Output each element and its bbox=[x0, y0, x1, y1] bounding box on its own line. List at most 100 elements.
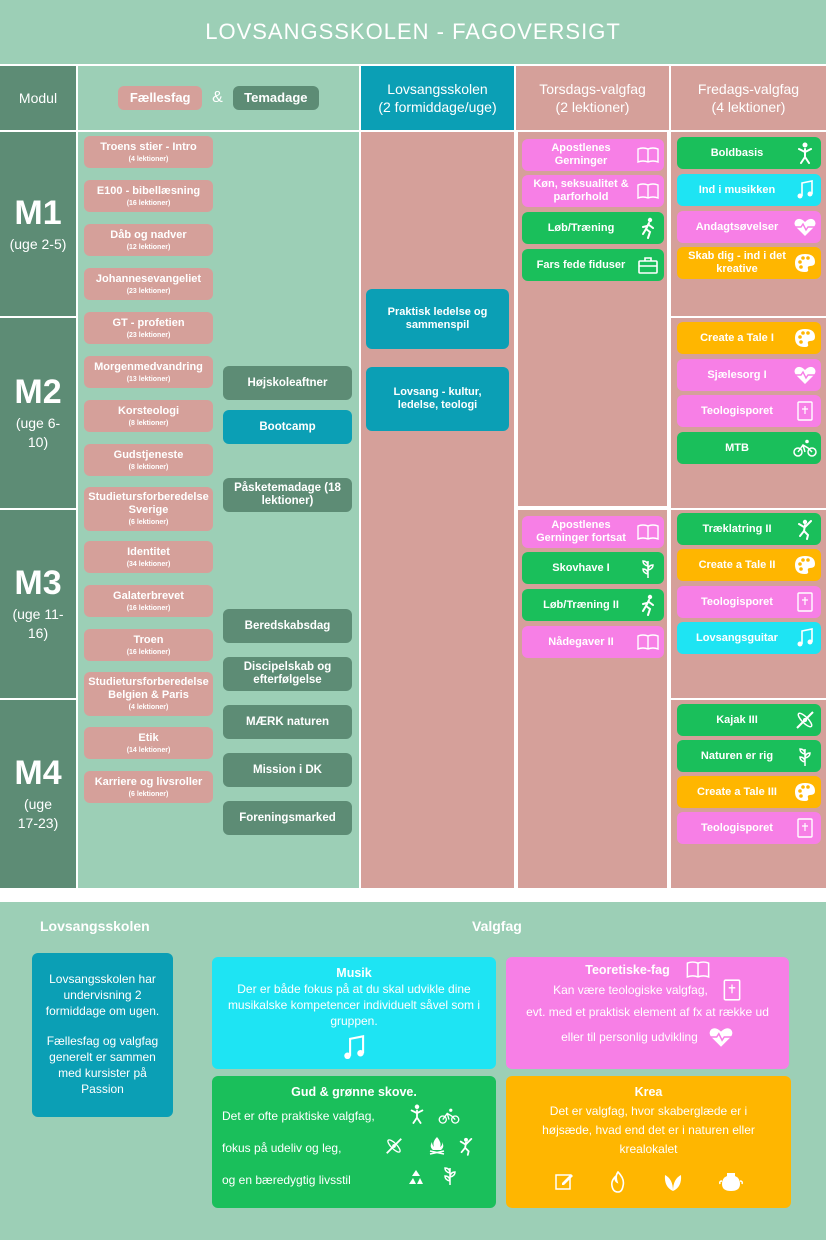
fredag-item[interactable]: MTB bbox=[677, 432, 821, 464]
ball-player-icon bbox=[793, 141, 817, 165]
module-weeks: (uge 11-16) bbox=[12, 606, 64, 641]
fredag-item[interactable]: Ind i musikken bbox=[677, 174, 821, 206]
faellesfag-item[interactable]: E100 - bibellæsning (16 lektioner) bbox=[84, 180, 213, 212]
item-name: Andagtsøvelser bbox=[695, 220, 779, 233]
temadag-item[interactable]: Påsketemadage (18 lektioner) bbox=[223, 478, 352, 512]
fredag-item[interactable]: Sjælesorg I bbox=[677, 359, 821, 391]
book-icon bbox=[636, 520, 660, 544]
faellesfag-item[interactable]: Karriere og livsroller (6 lektioner) bbox=[84, 771, 213, 803]
faellesfag-item[interactable]: Studietursforberedelse Sverige(6 lektion… bbox=[84, 487, 213, 531]
item-name: Køn, seksualitet & parforhold bbox=[533, 178, 629, 203]
torsdag-item[interactable]: Skovhave I bbox=[522, 552, 664, 584]
fredag-item[interactable]: Træklatring II bbox=[677, 513, 821, 545]
item-lessons: (4 lektioner) bbox=[128, 155, 169, 163]
legend-krea-title: Krea bbox=[634, 1085, 663, 1099]
temadag-item[interactable]: Discipelskab og efterfølgelse bbox=[223, 657, 352, 691]
temadag-item[interactable]: Foreningsmarked bbox=[223, 801, 352, 835]
faellesfag-item[interactable]: Gudstjeneste(8 lektioner) bbox=[84, 444, 213, 476]
music-note-icon bbox=[793, 178, 817, 202]
item-lessons: (6 lektioner) bbox=[128, 790, 169, 798]
palette-icon bbox=[793, 553, 817, 577]
lovsang-item[interactable]: Lovsang - kultur, ledelse, teologi bbox=[366, 367, 509, 431]
item-name: Fars fede fiduser bbox=[536, 258, 626, 271]
item-name: Skab dig - ind i det kreative bbox=[688, 250, 786, 275]
climber-icon bbox=[793, 517, 817, 541]
leaves-icon bbox=[662, 1171, 684, 1193]
faellesfag-item[interactable]: Identitet(34 lektioner) bbox=[84, 541, 213, 573]
legend-gud-title: Gud & grønne skove. bbox=[291, 1085, 417, 1099]
item-name: Sjælesorg I bbox=[707, 368, 767, 381]
fredag-item[interactable]: Create a Tale II bbox=[677, 549, 821, 581]
palette-icon bbox=[793, 326, 817, 350]
torsdag-item[interactable]: Fars fede fiduser bbox=[522, 249, 664, 281]
recycle-icon bbox=[406, 1168, 426, 1188]
item-name: Løb/Træning bbox=[547, 221, 615, 234]
torsdag-item[interactable]: Apostlenes Gerninger bbox=[522, 139, 664, 171]
item-lessons: (16 lektioner) bbox=[126, 648, 171, 656]
page-title: LOVSANGSSKOLEN - FAGOVERSIGT bbox=[0, 0, 826, 64]
item-name: Johannesevangeliet bbox=[95, 272, 202, 285]
faellesfag-item[interactable]: Korsteologi(8 lektioner) bbox=[84, 400, 213, 432]
book-icon bbox=[686, 961, 710, 978]
faellesfag-item[interactable]: Dåb og nadver(12 lektioner) bbox=[84, 224, 213, 256]
fredag-item[interactable]: Create a Tale I bbox=[677, 322, 821, 354]
faellesfag-item[interactable]: Johannesevangeliet(23 lektioner) bbox=[84, 268, 213, 300]
module-m1: M1 (uge 2-5) bbox=[0, 132, 76, 316]
module-name: M1 bbox=[14, 193, 62, 232]
climber-icon bbox=[458, 1136, 474, 1156]
faellesfag-item[interactable]: Troens stier - Intro(4 lektioner) bbox=[84, 136, 213, 168]
legend-teori-line2: evt. med et praktisk element af fx at ræ… bbox=[526, 1005, 769, 1019]
fredag-item[interactable]: Teologisporet bbox=[677, 586, 821, 618]
fredag-item[interactable]: Kajak III bbox=[677, 704, 821, 736]
legend-gud-line2: fokus på udeliv og leg, bbox=[222, 1141, 342, 1155]
item-name: E100 - bibellæsning bbox=[96, 184, 201, 197]
header-fredag-sub: (4 lektioner) bbox=[711, 99, 786, 115]
faellesfag-item[interactable]: Etik(14 lektioner) bbox=[84, 727, 213, 759]
fredag-item[interactable]: Naturen er rig bbox=[677, 740, 821, 772]
fredag-item[interactable]: Teologisporet bbox=[677, 395, 821, 427]
legend-lovsang-title: Lovsangsskolen bbox=[40, 918, 150, 934]
faellesfag-item[interactable]: Morgenmedvandring(13 lektioner) bbox=[84, 356, 213, 388]
item-lessons: (16 lektioner) bbox=[126, 199, 171, 207]
faellesfag-item[interactable]: Troen(16 lektioner) bbox=[84, 629, 213, 661]
item-name: Løb/Træning II bbox=[543, 598, 619, 611]
torsdag-item[interactable]: Nådegaver II bbox=[522, 626, 664, 658]
music-note-icon bbox=[222, 1035, 486, 1061]
temadag-item[interactable]: Bootcamp bbox=[223, 410, 352, 444]
campfire-icon bbox=[428, 1136, 446, 1156]
lovsang-item[interactable]: Praktisk ledelse og sammenspil bbox=[366, 289, 509, 349]
header-faellesfag-temadage: Fællesfag & Temadage bbox=[78, 66, 359, 130]
item-name: Studietursforberedelse Belgien & Paris bbox=[88, 676, 209, 701]
item-name: Dåb og nadver bbox=[110, 228, 187, 241]
faellesfag-item[interactable]: GT - profetien(23 lektioner) bbox=[84, 312, 213, 344]
temadag-item[interactable]: Mission i DK bbox=[223, 753, 352, 787]
faellesfag-item[interactable]: Galaterbrevet(16 lektioner) bbox=[84, 585, 213, 617]
torsdag-item[interactable]: Køn, seksualitet & parforhold bbox=[522, 175, 664, 207]
faellesfag-item[interactable]: Studietursforberedelse Belgien & Paris(4… bbox=[84, 672, 213, 716]
item-name: Nådegaver II bbox=[548, 635, 614, 648]
fredag-item[interactable]: Skab dig - ind i det kreative bbox=[677, 247, 821, 279]
item-name: Karriere og livsroller bbox=[94, 775, 203, 788]
fredag-item[interactable]: Lovsangsguitar bbox=[677, 622, 821, 654]
book-icon bbox=[636, 630, 660, 654]
book-icon bbox=[636, 179, 660, 203]
header-modul: Modul bbox=[0, 66, 76, 130]
torsdag-item[interactable]: Løb/Træning bbox=[522, 212, 664, 244]
item-name: Træklatring II bbox=[702, 522, 772, 535]
temadag-item[interactable]: Beredskabsdag bbox=[223, 609, 352, 643]
temadag-item[interactable]: Højskoleaftner bbox=[223, 366, 352, 400]
fredag-item[interactable]: Boldbasis bbox=[677, 137, 821, 169]
fredag-item[interactable]: Andagtsøvelser bbox=[677, 211, 821, 243]
item-lessons: (14 lektioner) bbox=[126, 746, 171, 754]
fredag-item[interactable]: Teologisporet bbox=[677, 812, 821, 844]
torsdag-item[interactable]: Apostlenes Gerninger fortsat bbox=[522, 516, 664, 548]
item-lessons: (6 lektioner) bbox=[128, 519, 169, 526]
item-name: Apostlenes Gerninger bbox=[551, 142, 611, 167]
temadag-item[interactable]: MÆRK naturen bbox=[223, 705, 352, 739]
heart-icon bbox=[793, 215, 817, 239]
fredag-item[interactable]: Create a Tale III bbox=[677, 776, 821, 808]
header-lovsang: Lovsangsskolen (2 formiddage/uge) bbox=[361, 66, 514, 130]
item-name: Kajak III bbox=[716, 713, 758, 726]
torsdag-item[interactable]: Løb/Træning II bbox=[522, 589, 664, 621]
legend-lovsang-p2: Fællesfag og valgfag generelt er sammen … bbox=[46, 1034, 159, 1096]
